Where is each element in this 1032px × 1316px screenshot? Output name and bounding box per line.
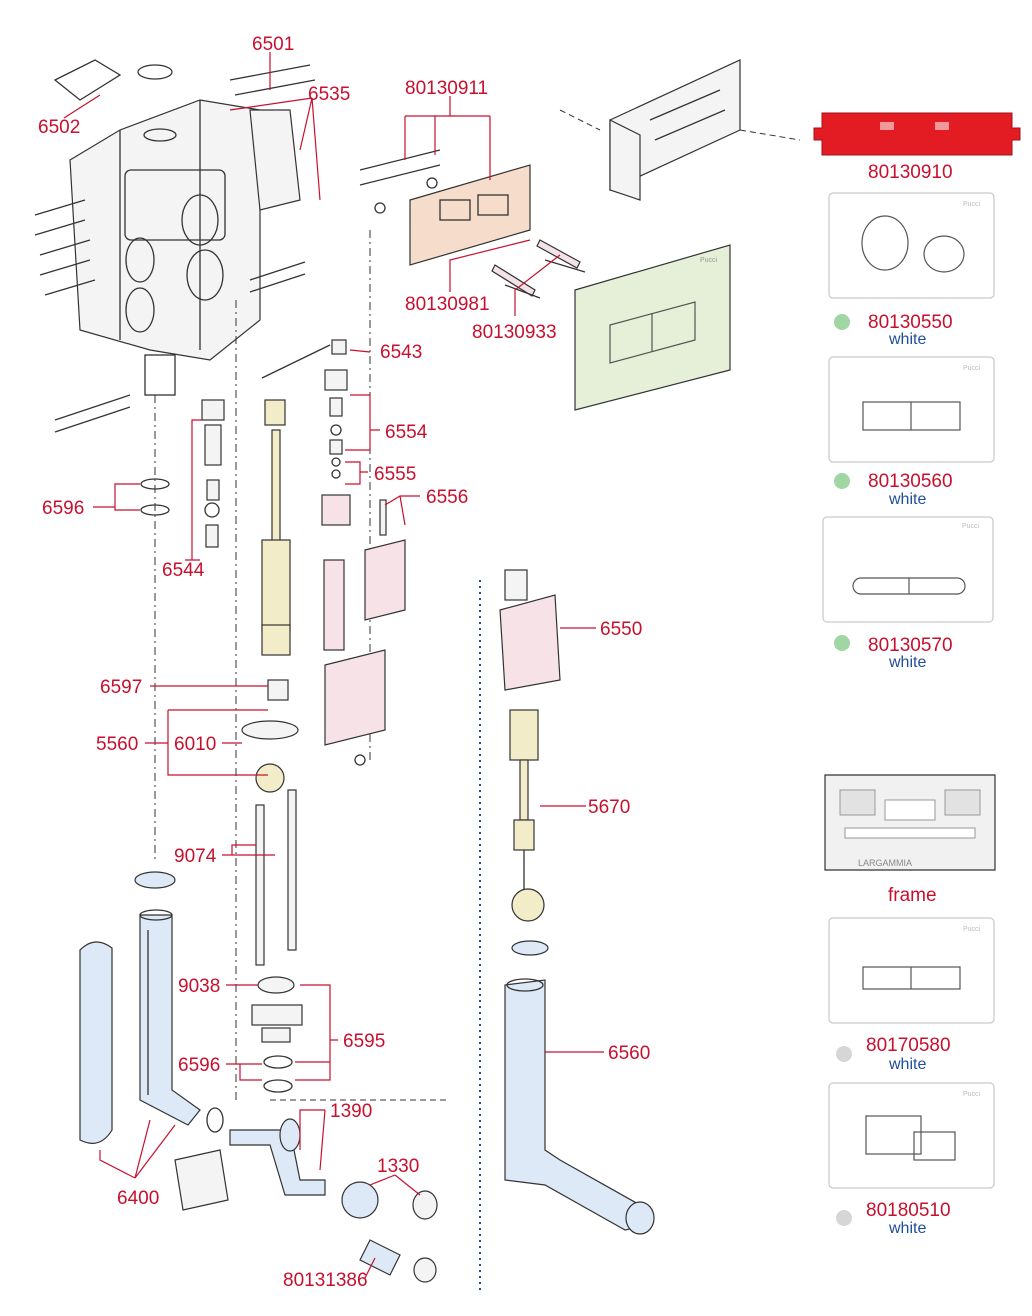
label-6535: 6535 [308,84,350,105]
product-code-frame: frame [888,885,937,906]
brand-logo: Pucci [963,365,981,372]
product-80180510: Pucci 80180510 white [828,1082,995,1237]
nut-1330 [341,1181,438,1220]
product-code-80130910: 80130910 [868,162,953,183]
float-cup-6556 [364,499,406,621]
color-name-80180510: white [888,1220,926,1237]
color-dot [834,635,850,651]
label-5670: 5670 [588,797,630,818]
frame-print: LARGAMMIA [858,858,912,868]
label-5560: 5560 [96,734,138,755]
cistern-insert-6550 [499,569,561,691]
flush-pipe-6560 [504,940,655,1235]
label-80130933: 80130933 [472,322,557,343]
label-9038: 9038 [178,976,220,997]
part-labels: 6501 6502 6535 80130911 80130981 8013093… [38,34,650,1291]
green-plate-logo: Pucci [700,257,718,264]
label-6555: 6555 [374,464,416,485]
product-column: 80130910 Pucci 80130550 white Pucci 8013… [813,112,1021,1237]
product-80170580: Pucci 80170580 white [828,917,995,1073]
bottom-assembly-6595 [251,976,303,1093]
elbow-1390 [206,1107,326,1196]
hose-6543 [261,339,347,379]
assembly-axes [154,230,450,1101]
brand-logo: Pucci [963,201,981,208]
pipe-cap [174,1149,229,1211]
label-6501: 6501 [252,34,294,55]
product-code-80170580: 80170580 [866,1035,951,1056]
color-name-80130560: white [888,491,926,508]
label-6595: 6595 [343,1031,385,1052]
red-plate-image [813,112,1021,156]
label-6556: 6556 [426,487,468,508]
valve-stack-6544 [201,399,225,548]
leader-lines [63,52,604,1279]
back-frame [559,59,801,201]
fill-valve-5670 [509,709,545,922]
label-6596-top: 6596 [42,498,84,519]
label-6502: 6502 [38,117,80,138]
color-dot [834,473,850,489]
screws [491,239,586,299]
product-code-80180510: 80180510 [866,1200,951,1221]
brand-logo: Pucci [963,926,981,933]
color-name-80130570: white [888,654,926,671]
rods-9074 [255,789,297,966]
label-6400: 6400 [117,1188,159,1209]
pipe-80131386 [359,1239,437,1283]
fill-valve-6597 [261,399,291,701]
product-80130570: Pucci 80130570 white [822,516,994,671]
label-6554: 6554 [385,422,428,443]
product-80130910: 80130910 [813,112,1021,183]
label-9074: 9074 [174,846,217,867]
pink-tube [323,559,345,651]
label-6010: 6010 [174,734,216,755]
product-frame: LARGAMMIA frame [824,774,996,906]
label-80131386: 80131386 [283,1270,368,1291]
mounting-plate [359,149,531,266]
brand-logo: Pucci [962,523,980,530]
label-1390: 1390 [330,1101,372,1122]
green-flush-plate [574,244,731,411]
product-80130560: Pucci 80130560 white [828,356,995,508]
float-6010 [241,720,299,793]
color-dot [836,1210,852,1226]
label-1330: 1330 [377,1156,419,1177]
float-box [324,649,386,766]
color-dot [836,1046,852,1062]
label-6550: 6550 [600,619,642,640]
label-6544: 6544 [162,560,205,581]
product-code-80130570: 80130570 [868,635,953,656]
label-80130911: 80130911 [405,78,488,99]
cistern-body [34,59,316,433]
color-name-80130550: white [888,331,926,348]
label-6560: 6560 [608,1043,650,1064]
pipe-cover-6400 [79,941,113,1144]
color-dot [834,314,850,330]
label-80130981: 80130981 [405,294,490,315]
label-6597: 6597 [100,677,142,698]
flush-valve-6554 [321,369,351,526]
label-6596-bottom: 6596 [178,1055,220,1076]
label-6543: 6543 [380,342,422,363]
flush-pipe [134,871,201,1126]
product-80130550: Pucci 80130550 white [828,192,995,348]
brand-logo: Pucci [963,1091,981,1098]
product-code-80130560: 80130560 [868,471,953,492]
color-name-80170580: white [888,1056,926,1073]
product-code-80130550: 80130550 [868,312,953,333]
orings-6596-top [140,478,170,516]
